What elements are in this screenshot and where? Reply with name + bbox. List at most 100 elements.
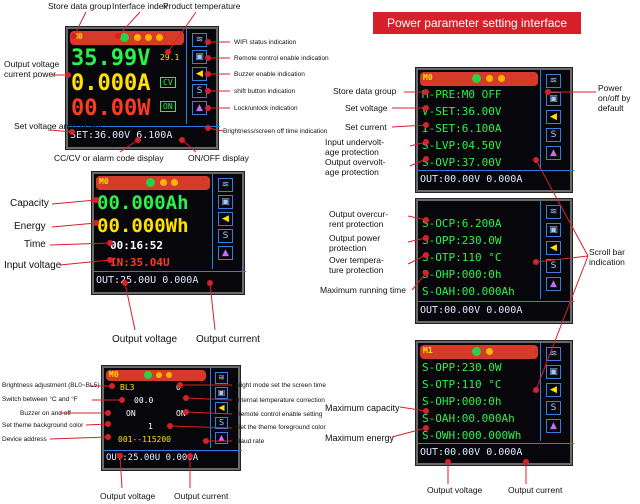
shift-icon: S (192, 84, 207, 98)
lock-icon: ▲ (546, 277, 561, 291)
wifi-icon: ≋ (546, 347, 561, 361)
buzzer-icon: ◀ (218, 212, 233, 226)
row-s-oah: S-OAH:00.000Ah (422, 412, 515, 425)
row-s-owh: S-OWH:000.000Wh (422, 429, 522, 442)
label-max-capacity: Maximum capacity (325, 403, 400, 413)
energy-readout: 00.000Wh (97, 215, 189, 237)
temperature-readout: 29.1 (160, 53, 180, 62)
remote-icon: ▣ (218, 195, 233, 209)
label-set-current: Set current (345, 122, 387, 132)
label-output: Output voltage current power (4, 59, 60, 79)
label-buzzer: Buzzer enable indication (234, 71, 305, 78)
label-bg: Set theme background color (2, 422, 84, 429)
lcd-screen-protection-3: M1 S-OPP:230.0W S-OTP:110 °C S-OHP:000:0… (416, 341, 574, 465)
row-s-oah: S-OAH:00.000Ah (422, 285, 515, 298)
wifi-icon: ≋ (546, 205, 561, 219)
lcd-screen-energy: M0 00.000Ah 00.000Wh 00:16:52 IN:35.04U … (92, 172, 246, 294)
row-s-ocp: S-OCP:6.200A (422, 217, 502, 230)
group-label: M0 (109, 370, 119, 379)
label-output-voltage-6: Output voltage (427, 485, 483, 495)
label-interface-index: Interface index (112, 1, 168, 11)
label-set: Set voltage and current (14, 121, 102, 131)
shift-icon: S (215, 417, 228, 429)
label-opp: Output power protection (329, 233, 381, 253)
label-product-temperature: Product temperature (163, 1, 241, 11)
label-lvp: Input undervolt- age protection (325, 137, 385, 157)
label-capacity: Capacity (10, 198, 49, 209)
input-voltage-readout: IN:35.04U (110, 256, 170, 269)
buzzer-icon: ◀ (192, 67, 207, 81)
lcd-screen-settings: M0 BL3 0 00.0 ON ON 1 001--115200 ≋ ▣ ◀ … (102, 366, 242, 470)
row-s-opp: S-OPP:230.0W (422, 361, 502, 374)
row-s-ovp: S-OVP:37.00V (422, 156, 502, 169)
fg-value: 1 (148, 422, 153, 431)
label-energy: Energy (14, 221, 46, 232)
label-temp-corr: Internal temperature correction (236, 397, 325, 404)
lock-icon: ▲ (215, 432, 228, 444)
row-s-otp: S-OTP:110 °C (422, 378, 502, 391)
label-output-current-6: Output current (508, 485, 563, 495)
label-brightness: Brightness/screen off time indication (223, 128, 328, 135)
label-output-current-3: Output current (174, 491, 229, 501)
capacity-readout: 00.000Ah (97, 192, 189, 214)
label-ovp: Output overvolt- age protection (325, 157, 386, 177)
label-store-data-group: Store data group (48, 1, 112, 11)
label-remote: Remote control enable indication (234, 55, 329, 62)
status-line: OUT:00.00V 0.000A (418, 301, 574, 316)
group-label: M0 (99, 177, 109, 186)
remote-icon: ▣ (546, 365, 561, 379)
lcd-screen-protection-1: M0 M-PRE:M0 OFF V-SET:36.00V I-SET:6.100… (416, 68, 574, 192)
time-readout: 00:16:52 (110, 239, 163, 252)
mode-badge: CV (160, 77, 176, 88)
label-bl: Brightness adjustment (BL0~BL5) (2, 382, 100, 389)
label-power-default: Power on/off by default (598, 83, 631, 113)
bl-value: BL3 (120, 383, 135, 392)
buzzer-icon: ◀ (546, 241, 561, 255)
status-line: OUT:00.00V 0.000A (418, 443, 574, 458)
label-ocp: Output overcur- rent protection (329, 209, 389, 229)
label-otp: Over tempera- ture protection (329, 255, 384, 275)
status-line: SET:36.00V 6.100A (68, 126, 220, 141)
label-remote-setting: Remote control enable setting (236, 411, 323, 418)
row-s-ohp: S-OHP:000:0h (422, 268, 502, 281)
label-time: Time (24, 239, 46, 250)
voltage-readout: 35.99V (71, 46, 151, 71)
buzzer-icon: ◀ (546, 110, 561, 124)
remote-value: ON (176, 409, 186, 418)
label-wifi: WIFI status indication (234, 39, 297, 46)
label-night: Night mode set the screen time (236, 382, 326, 389)
status-line: OUT:25.00U 0.000A (94, 271, 246, 286)
row-s-otp: S-OTP:110 °C (422, 251, 502, 264)
lock-icon: ▲ (218, 246, 233, 260)
label-input-voltage: Input voltage (4, 260, 62, 271)
remote-icon: ▣ (215, 387, 228, 399)
label-max-energy: Maximum energy (325, 433, 395, 443)
label-buzzer-setting: Buzzer on and off (20, 410, 71, 417)
label-lock: Lock/unlock indication (234, 105, 298, 112)
label-cccv: CC/CV or alarm code display (54, 153, 164, 163)
onoff-badge: ON (160, 101, 176, 112)
row-s-ohp: S-OHP:000:0h (422, 395, 502, 408)
buzzer-value: ON (126, 409, 136, 418)
address-value: 001--115200 (118, 435, 171, 444)
temp-corr-value: 00.0 (134, 396, 154, 405)
wifi-icon: ≋ (192, 33, 207, 47)
shift-icon: S (546, 401, 561, 415)
current-readout: 0.000A (71, 71, 151, 96)
group-label: M0 (73, 32, 83, 41)
remote-icon: ▣ (192, 50, 207, 64)
row-i-set: I-SET:6.100A (422, 122, 502, 135)
remote-icon: ▣ (546, 92, 561, 106)
label-address: Device address (2, 436, 47, 443)
wifi-icon: ≋ (215, 372, 228, 384)
label-output-current-2: Output current (196, 334, 260, 345)
label-ohp: Maximum running time (320, 285, 406, 295)
label-fg: Set the theme foreground color (236, 424, 326, 431)
row-s-lvp: S-LVP:04.50V (422, 139, 502, 152)
group-label: M0 (423, 73, 433, 82)
label-shift: shift button indication (234, 88, 296, 95)
page-title: Power parameter setting interface (373, 12, 581, 34)
wifi-icon: ≋ (546, 74, 561, 88)
label-set-voltage: Set voltage (345, 103, 388, 113)
row-v-set: V-SET:36.00V (422, 105, 502, 118)
